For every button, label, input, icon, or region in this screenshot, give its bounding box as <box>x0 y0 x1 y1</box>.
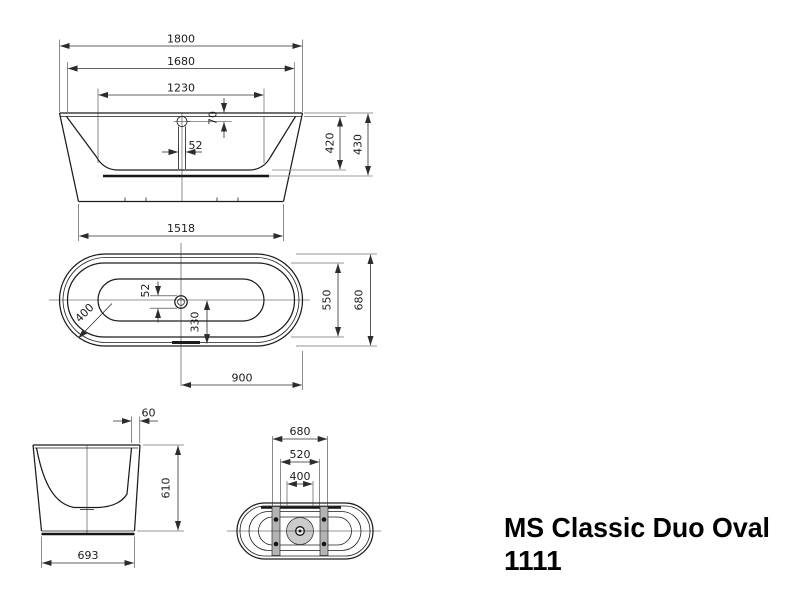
dim-front-base-length: 1518 <box>167 222 195 235</box>
bottom-bolt-bottom-left <box>273 541 279 547</box>
plan-dimensions: 52 330 400 550 680 900 <box>73 253 377 390</box>
bottom-bolt-bottom-right <box>321 541 327 547</box>
dim-leader-400 <box>78 303 113 339</box>
dim-front-overall-length: 1800 <box>167 33 195 46</box>
dim-ext-52-plan <box>150 295 177 309</box>
dim-ext-heights-top <box>304 112 373 117</box>
plan-outline <box>49 243 310 386</box>
bottom-outline <box>227 502 381 560</box>
dim-front-overall-height: 430 <box>352 134 365 155</box>
dim-ext-1518 <box>78 204 284 241</box>
dim-front-drain-depth: 70 <box>207 111 220 125</box>
dim-plan-corner-radius: 400 <box>73 301 97 325</box>
product-model-number: 1111 <box>504 545 562 576</box>
title-block: MS Classic Duo Oval 1111 <box>504 512 770 576</box>
dim-ext-52-front <box>178 146 186 158</box>
side-outer-walls <box>32 444 141 532</box>
dim-plan-waste-to-edge: 330 <box>189 312 202 333</box>
dim-ext-550 <box>291 262 344 338</box>
front-view: 1800 1680 1230 70 52 420 <box>58 33 373 241</box>
dim-side-rim-width: 60 <box>142 407 156 420</box>
front-dimensions: 1800 1680 1230 70 52 420 <box>59 33 373 241</box>
dim-ext-1800 <box>59 39 303 112</box>
dim-ext-60 <box>131 416 141 443</box>
dim-front-interior-depth: 420 <box>324 133 337 154</box>
front-outer-walls <box>58 112 304 202</box>
plan-overflow-mark <box>172 341 200 344</box>
plan-centerlines <box>49 243 310 386</box>
dim-side-base-width: 693 <box>78 549 99 562</box>
front-basin-profile <box>65 116 297 171</box>
dim-bottom-support-mid: 520 <box>290 448 311 461</box>
front-feet-ticks <box>124 197 239 202</box>
front-basin-tangent-lines <box>97 117 265 163</box>
side-basin-profile <box>35 447 133 509</box>
side-dimensions: 60 610 693 <box>41 407 184 568</box>
front-outline <box>58 112 373 203</box>
product-name: MS Classic Duo Oval <box>504 512 770 543</box>
dim-front-bottom-length: 1230 <box>167 82 195 95</box>
dim-plan-center-to-end: 900 <box>232 372 253 385</box>
plan-drain-outer <box>174 295 188 309</box>
bottom-bolt-top-left <box>273 517 279 522</box>
bottom-dimensions: 680 520 400 <box>272 425 328 506</box>
plan-drain-inner <box>177 298 185 306</box>
dim-bottom-support-inner: 400 <box>290 470 311 483</box>
plan-view: 52 330 400 550 680 900 <box>49 243 377 390</box>
dim-ext-610 <box>137 444 184 532</box>
dim-ext-693 <box>41 536 135 568</box>
dim-ext-680-plan <box>296 253 377 347</box>
front-shell-bottom-extension <box>269 169 373 177</box>
side-view: 60 610 693 <box>32 407 184 568</box>
bottom-view: 680 520 400 <box>227 425 381 560</box>
dim-plan-waste-diameter: 52 <box>139 284 152 298</box>
dim-front-waste-diameter: 52 <box>189 139 203 152</box>
bottom-bolt-top-right <box>321 517 327 522</box>
dim-front-rim-length: 1680 <box>167 55 195 68</box>
dim-ext-bottom <box>272 436 328 506</box>
dim-plan-overall-width: 680 <box>353 290 366 311</box>
dim-side-height: 610 <box>160 478 173 499</box>
dim-plan-interior-width: 550 <box>321 290 334 311</box>
side-outline <box>32 444 141 536</box>
dim-bottom-support-outer: 680 <box>290 425 311 438</box>
